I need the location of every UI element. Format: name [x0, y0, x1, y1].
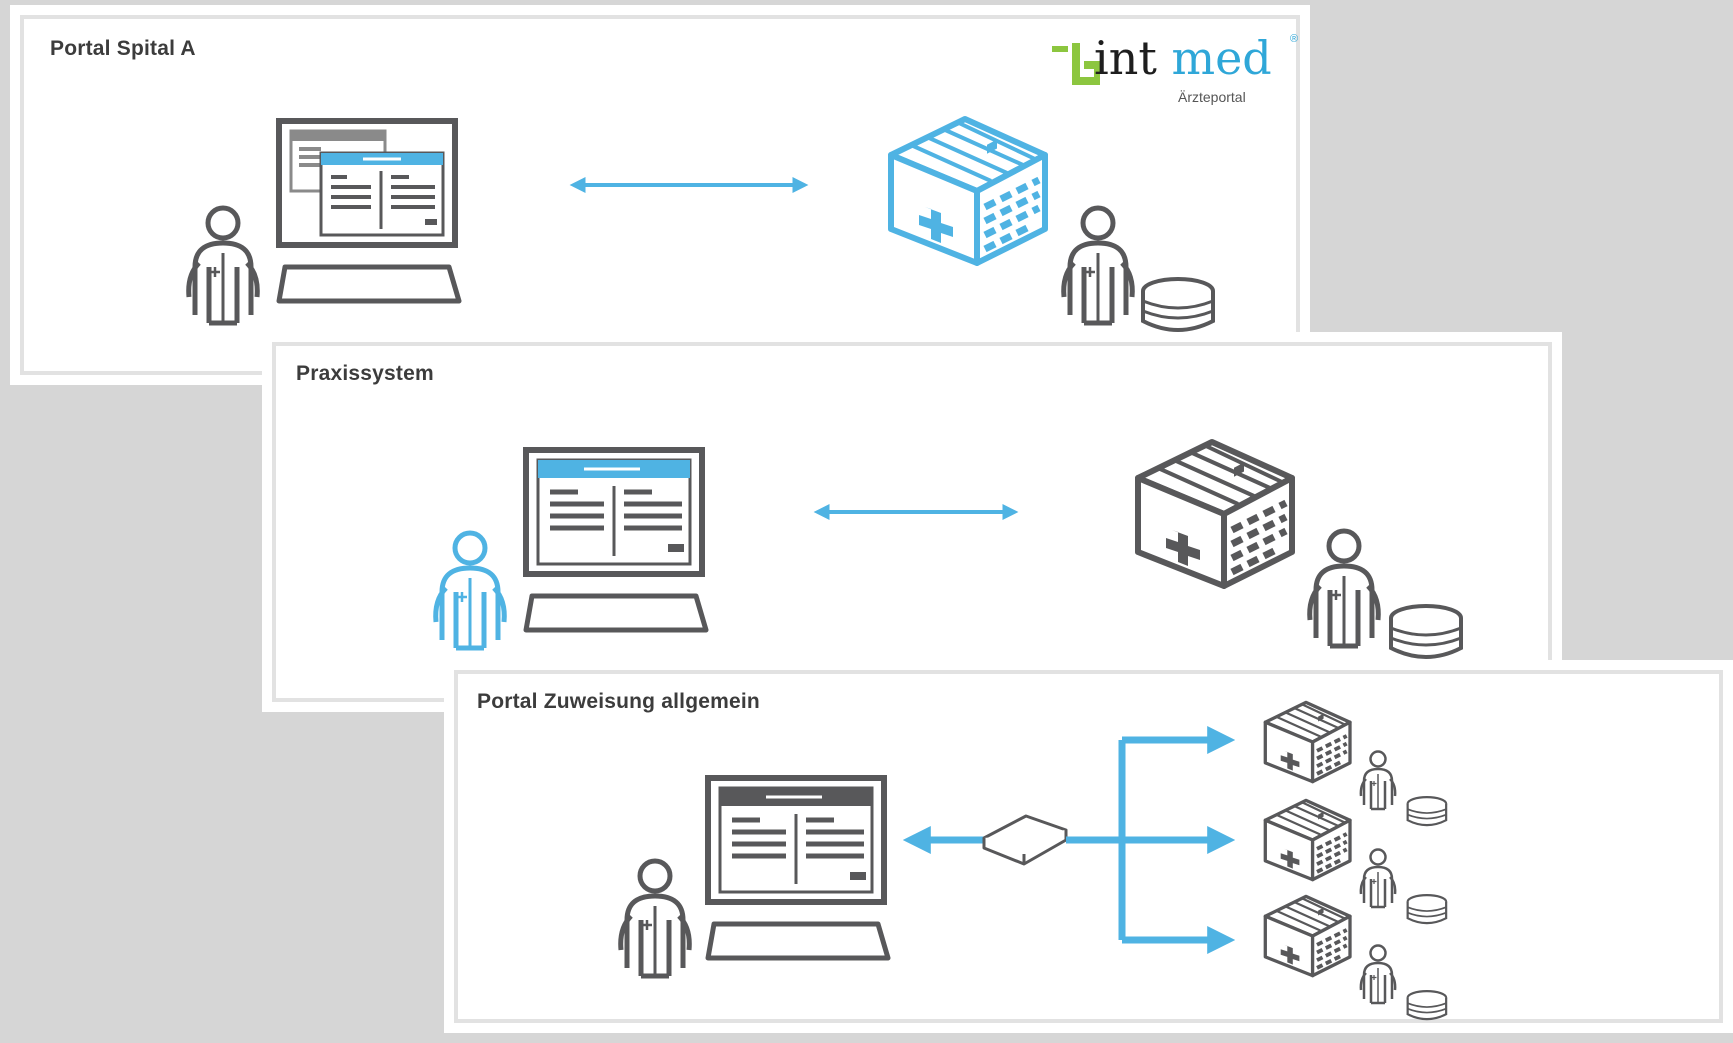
router-icon — [982, 814, 1068, 866]
computer-icon — [526, 450, 706, 630]
panel-1-scene — [20, 15, 1215, 332]
doctor-icon — [1064, 208, 1133, 323]
hospital-icon — [1263, 798, 1352, 882]
database-icon — [1141, 277, 1215, 332]
panel-praxissystem: Praxissystem — [262, 332, 1562, 712]
computer-icon — [279, 121, 459, 301]
panel-3-scene — [454, 700, 1448, 1021]
panel-portal-zuweisung: Portal Zuweisung allgemein — [444, 660, 1733, 1033]
logo-mark-icon — [1052, 43, 1100, 85]
database-icon — [1406, 989, 1448, 1021]
logo-subtitle: Ärzteportal — [1178, 89, 1246, 105]
logo: int med ® Ärzteportal — [1050, 31, 1300, 123]
doctor-icon — [621, 861, 690, 976]
database-icon — [1406, 795, 1448, 827]
logo-word-suffix: med — [1171, 31, 1272, 85]
database-icon — [1389, 604, 1463, 659]
logo-registered-mark: ® — [1290, 33, 1299, 45]
panel-border — [454, 670, 1723, 1023]
computer-icon — [708, 778, 888, 958]
panel-title: Praxissystem — [296, 362, 434, 385]
hospital-icon — [1263, 700, 1352, 784]
panel-title: Portal Zuweisung allgemein — [477, 690, 760, 713]
doctor-icon — [1359, 944, 1397, 1005]
hospital-icon — [1138, 442, 1292, 586]
doctor-icon — [436, 533, 505, 648]
hospital-icon — [1263, 894, 1352, 978]
doctor-icon — [1310, 531, 1379, 646]
panel-portal-spital-a: Portal Spital A int med ® Ärzteportal — [10, 5, 1310, 385]
doctor-icon — [1359, 848, 1397, 909]
panel-title: Portal Spital A — [50, 37, 196, 60]
logo-word-prefix: int — [1094, 31, 1157, 85]
doctor-icon — [1359, 750, 1397, 811]
panel-2-scene — [272, 342, 1463, 659]
database-icon — [1406, 893, 1448, 925]
logo-wordmark: int med — [1094, 31, 1272, 85]
doctor-icon — [189, 208, 258, 323]
hospital-icon — [891, 119, 1045, 263]
